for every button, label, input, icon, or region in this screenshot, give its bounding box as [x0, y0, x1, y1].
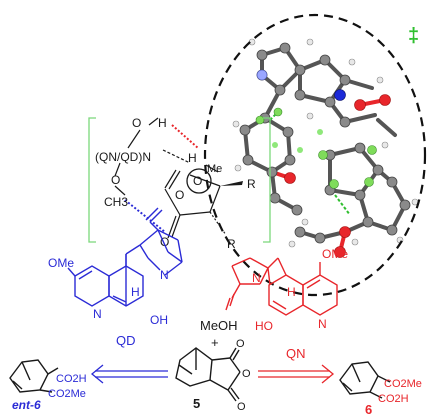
quinidine-labels: OMe H N N OH QD [48, 256, 169, 348]
ts-hbond-oh [171, 124, 199, 149]
ts-o-top: O [132, 116, 141, 130]
arrow-to-6 [258, 364, 335, 384]
ent6-co2h: CO2H [56, 373, 87, 385]
qn-n-amine: N [252, 271, 261, 285]
anhydride-o3: O [237, 401, 246, 413]
ent6-labels: CO2H CO2Me ent-6 [12, 373, 87, 412]
qn-label: QN [286, 346, 306, 361]
ts-bracket [88, 117, 271, 243]
ts-bonds [114, 117, 221, 239]
qd-oh: OH [150, 313, 168, 327]
quinidine-structure [67, 207, 183, 307]
ts-r-top: R [247, 177, 256, 191]
ts-labels: O H (QN/QD)N O CH3 H O Me O R R O [95, 116, 256, 251]
qd-label: QD [116, 333, 136, 348]
reagent-plus: + [211, 335, 219, 350]
ent6-structure [9, 359, 59, 393]
prod6-structure [339, 361, 391, 399]
ts-o-bottom: O [111, 173, 120, 187]
anhydride-label: 5 [193, 396, 200, 411]
ts-o-ring: O [193, 174, 202, 188]
quinine-structure [225, 257, 338, 316]
ts-n-label: (QN/QD)N [95, 150, 151, 164]
qn-ho: HO [255, 319, 273, 333]
qd-n-ring: N [93, 307, 102, 321]
reagent-meoh: MeOH [200, 318, 238, 333]
ent6-co2me: CO2Me [48, 388, 86, 400]
anhydride-o2: O [242, 368, 251, 380]
ts-hbond-nh [162, 149, 191, 164]
ts-me: Me [207, 163, 222, 175]
arrow-to-ent6 [90, 364, 168, 384]
prod6-co2h: CO2H [378, 393, 409, 405]
ts-r-wedge-top [220, 181, 243, 186]
double-dagger: ‡ [408, 25, 419, 47]
anhydride-o1: O [236, 338, 245, 350]
ts-r-bottom: R [227, 237, 236, 251]
qn-h: H [287, 285, 296, 299]
prod6-co2me: CO2Me [384, 378, 422, 390]
ball-and-stick-model [232, 38, 419, 258]
quinine-labels: OMe H N N HO QN [252, 247, 348, 361]
qd-ome: OMe [48, 256, 74, 270]
prod6-label: 6 [365, 402, 372, 417]
transition-state-ellipse [203, 13, 427, 297]
ts-h-top: H [158, 116, 167, 130]
ts-r-hash-bottom [209, 211, 227, 236]
ts-oxygen-circle [186, 168, 212, 194]
ts-o-carbonyl: O [175, 188, 184, 202]
qd-h: H [131, 285, 140, 299]
ts-blue-interaction [124, 199, 166, 233]
ts-h-mid: H [188, 151, 197, 165]
ent6-label: ent-6 [12, 398, 41, 412]
prod6-labels: CO2Me CO2H 6 [365, 378, 422, 417]
qd-n-amine: N [160, 268, 169, 282]
anhydride-labels: O O O 5 [193, 338, 251, 413]
ts-ch3: CH3 [104, 195, 128, 209]
ts-o-bottom-carbonyl: O [160, 235, 169, 249]
qn-n-ring: N [318, 317, 327, 331]
qn-ome: OMe [322, 247, 348, 261]
anhydride-structure [175, 347, 241, 402]
